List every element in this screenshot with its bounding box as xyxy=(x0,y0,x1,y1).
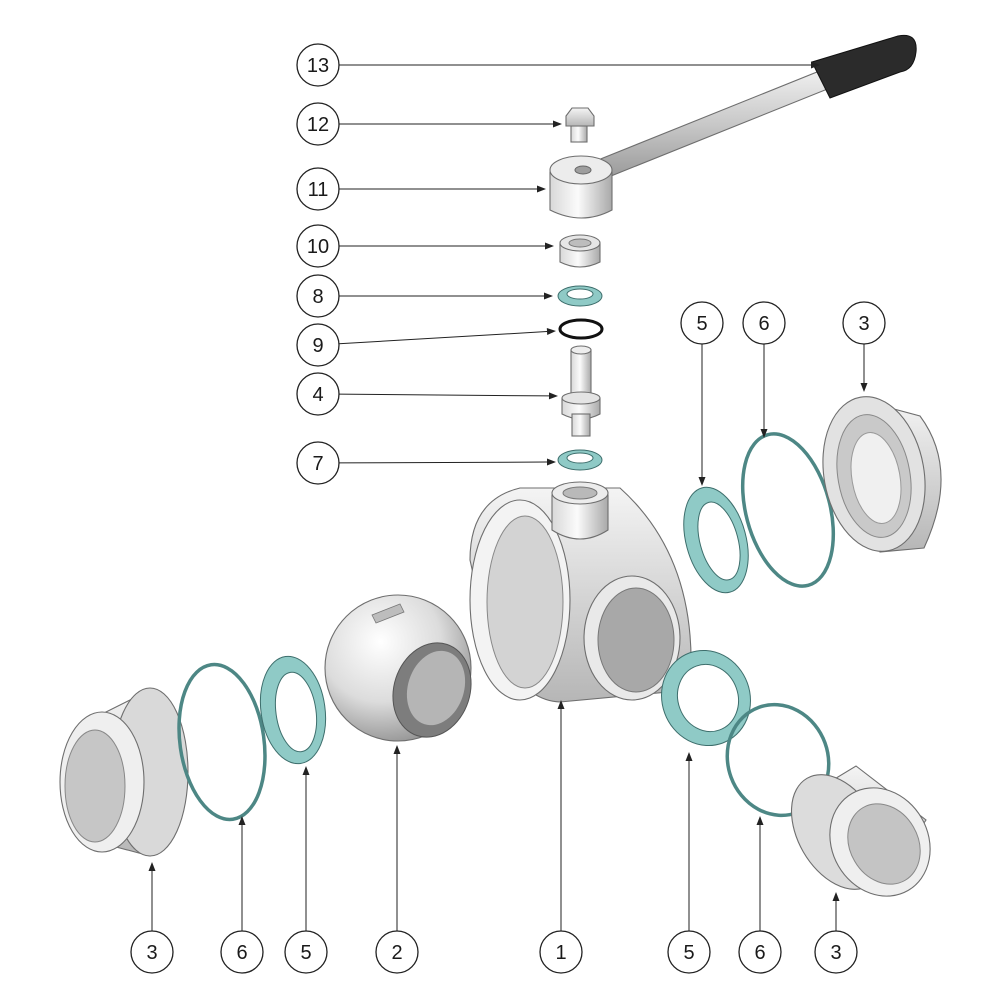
callout-label: 5 xyxy=(300,942,311,964)
callout-circle xyxy=(284,930,328,974)
callout-11: 11 xyxy=(296,167,546,211)
leader-arrowhead xyxy=(756,816,764,825)
leader-arrowhead xyxy=(544,292,553,300)
callout-label: 10 xyxy=(307,236,329,258)
leader-arrowhead xyxy=(698,477,706,486)
callout-label: 2 xyxy=(391,942,402,964)
callout-6: 6 xyxy=(742,301,786,438)
callout-circle xyxy=(296,102,340,146)
callout-2: 2 xyxy=(375,745,419,974)
callout-7: 7 xyxy=(296,441,556,485)
leader-arrowhead xyxy=(537,185,546,193)
leader-arrowhead xyxy=(548,392,558,400)
callout-label: 7 xyxy=(312,453,323,475)
callout-5: 5 xyxy=(284,766,328,974)
callout-label: 13 xyxy=(307,55,329,77)
leader-arrowhead xyxy=(860,383,868,392)
callout-6: 6 xyxy=(738,816,782,974)
callout-circle xyxy=(296,167,340,211)
stem-nut xyxy=(559,234,601,268)
seat-gasket-right-lower xyxy=(661,649,751,747)
callout-circle xyxy=(738,930,782,974)
lever-handle xyxy=(597,34,917,179)
callout-label: 9 xyxy=(312,335,323,357)
stem-gasket-7 xyxy=(557,449,603,471)
callout-5: 5 xyxy=(680,301,724,486)
callout-circle xyxy=(220,930,264,974)
callout-5: 5 xyxy=(667,752,711,974)
callout-1: 1 xyxy=(539,700,583,974)
callout-label: 4 xyxy=(312,384,323,406)
callout-circle xyxy=(680,301,724,345)
end-connector-right-lower xyxy=(790,765,931,897)
leader-arrowhead xyxy=(238,816,246,825)
callout-3: 3 xyxy=(814,892,858,974)
callout-circle xyxy=(296,441,340,485)
leader-arrowhead xyxy=(557,700,565,709)
end-connector-left xyxy=(59,687,189,857)
callout-circle xyxy=(296,372,340,416)
callout-circle xyxy=(667,930,711,974)
callout-label: 6 xyxy=(754,942,765,964)
callout-label: 3 xyxy=(858,313,869,335)
callout-13: 13 xyxy=(296,43,820,87)
leader-line xyxy=(338,331,548,345)
leader-line xyxy=(338,393,550,397)
callout-circle xyxy=(130,930,174,974)
callout-circle xyxy=(296,323,340,367)
callout-circle xyxy=(296,274,340,318)
leader-arrowhead xyxy=(811,61,820,69)
handle-hub xyxy=(549,155,613,219)
callout-label: 1 xyxy=(555,942,566,964)
callout-label: 11 xyxy=(308,179,329,201)
leader-arrowhead xyxy=(546,458,556,466)
callout-6: 6 xyxy=(220,816,264,974)
callout-label: 6 xyxy=(236,942,247,964)
callout-label: 5 xyxy=(683,942,694,964)
callout-label: 3 xyxy=(830,942,841,964)
callout-label: 12 xyxy=(307,114,329,136)
callout-4: 4 xyxy=(296,372,558,416)
o-ring-left xyxy=(177,662,267,822)
seat-gasket-left xyxy=(259,655,327,765)
callout-circle xyxy=(742,301,786,345)
callout-12: 12 xyxy=(296,102,562,146)
callout-label: 8 xyxy=(312,286,323,308)
hex-bolt xyxy=(565,107,595,143)
stem-o-ring xyxy=(558,318,604,340)
leader-arrowhead xyxy=(302,766,310,775)
callout-9: 9 xyxy=(296,323,556,367)
leader-arrowhead xyxy=(832,892,840,901)
leader-arrowhead xyxy=(393,745,401,754)
leader-arrowhead xyxy=(148,862,156,871)
callout-circle xyxy=(842,301,886,345)
leader-arrowhead xyxy=(546,328,556,336)
seat-gasket-right-upper xyxy=(683,486,749,594)
callout-circle xyxy=(375,930,419,974)
callout-3: 3 xyxy=(130,862,174,974)
stem-gasket-8 xyxy=(557,285,603,307)
leader-line xyxy=(338,461,548,464)
valve-body xyxy=(469,481,692,703)
leader-arrowhead xyxy=(545,242,554,250)
valve-ball xyxy=(324,594,472,742)
leader-arrowhead xyxy=(553,120,562,128)
end-connector-right-upper xyxy=(822,396,942,553)
callout-label: 5 xyxy=(696,313,707,335)
callout-circle xyxy=(296,43,340,87)
callout-10: 10 xyxy=(296,224,554,268)
callout-layer: 13 12 11 10 8 9 4 7 5 6 3 3 6 5 2 1 5 6 3 xyxy=(130,43,886,974)
leader-arrowhead xyxy=(760,429,768,438)
callout-label: 6 xyxy=(758,313,769,335)
callout-3: 3 xyxy=(842,301,886,392)
leader-arrowhead xyxy=(685,752,693,761)
valve-stem xyxy=(561,345,601,437)
callout-circle xyxy=(296,224,340,268)
callout-circle xyxy=(814,930,858,974)
callout-circle xyxy=(539,930,583,974)
callout-label: 3 xyxy=(146,942,157,964)
callout-8: 8 xyxy=(296,274,553,318)
